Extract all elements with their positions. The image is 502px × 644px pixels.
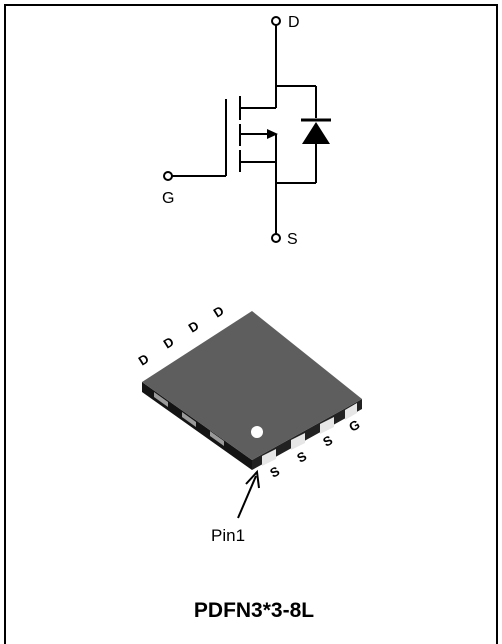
pin1-label: Pin1 (211, 526, 245, 545)
pkg-bottom-pin-3: S (320, 432, 335, 449)
diode-icon (302, 122, 330, 144)
pin1-dot (251, 426, 263, 438)
source-terminal (271, 233, 281, 243)
pkg-top-pin-1: D (136, 351, 152, 369)
mosfet-diagram: D G S D D D D S S S G Pin1 PDFN3*3-8L (136, 14, 363, 622)
drain-label: D (288, 14, 300, 31)
source-label: S (287, 231, 298, 248)
pkg-bottom-pin-2: S (294, 448, 309, 465)
gate-label: G (162, 190, 174, 207)
gate-terminal (163, 171, 173, 181)
pkg-top-pin-2: D (161, 334, 177, 352)
pkg-top-pin-3: D (186, 318, 202, 336)
mosfet-symbol (163, 16, 331, 243)
package-body (142, 311, 362, 470)
pkg-bottom-pin-4: G (346, 417, 362, 435)
pkg-bottom-pin-1: S (267, 463, 282, 480)
diagram-frame (4, 4, 498, 644)
pkg-top-pin-4: D (211, 303, 227, 321)
drain-terminal (271, 16, 281, 26)
package-name: PDFN3*3-8L (194, 599, 314, 622)
pin1-arrow-icon (237, 469, 260, 519)
body-arrow-icon (267, 129, 278, 139)
